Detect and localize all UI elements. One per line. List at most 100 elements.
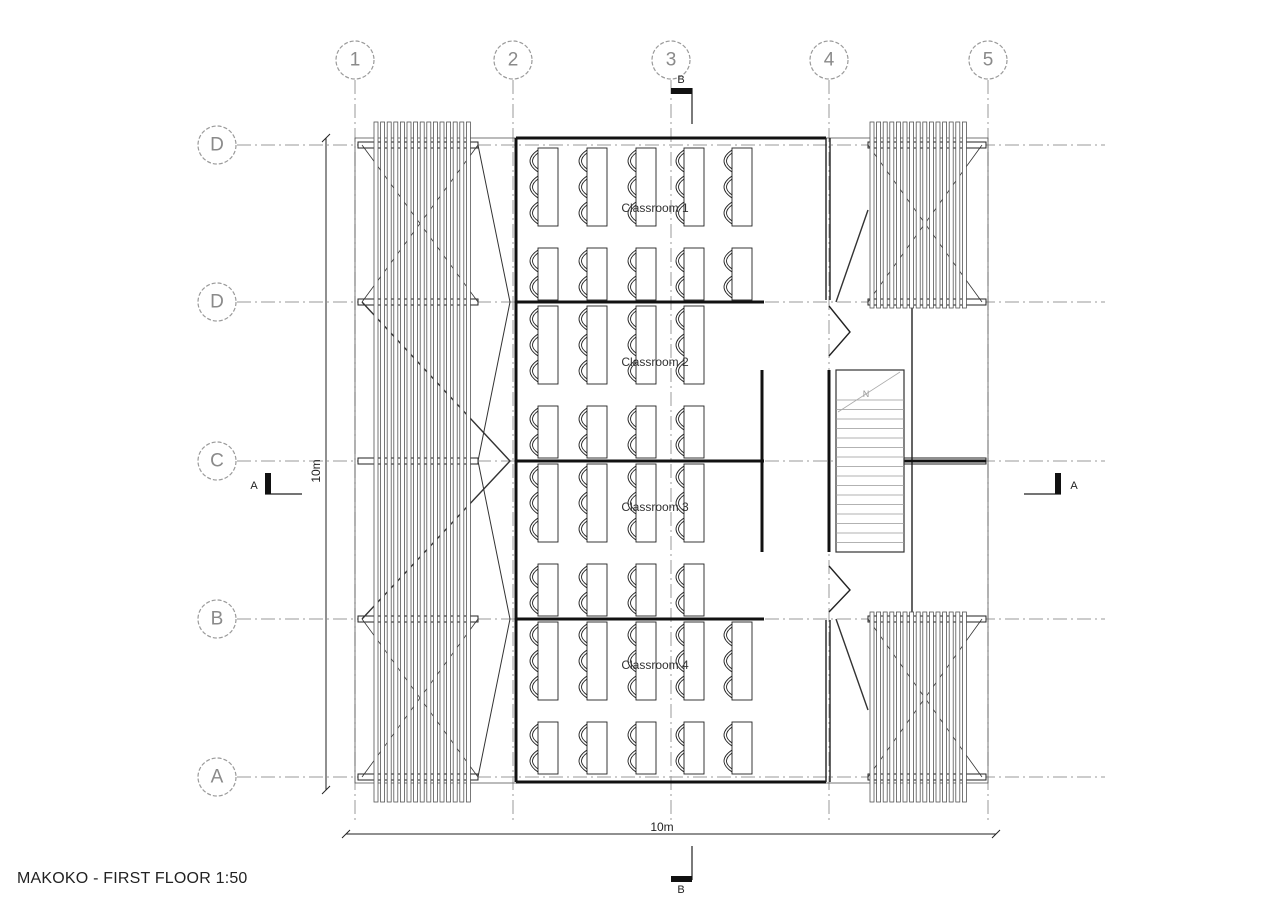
chair [675, 175, 685, 199]
chair [675, 249, 685, 273]
east-slat-north [942, 121, 947, 309]
chair [532, 252, 539, 270]
chair [630, 362, 637, 380]
chair [723, 623, 733, 647]
chair [723, 723, 733, 747]
east-slat-south [935, 611, 941, 803]
chair [532, 752, 539, 770]
grid-bubble-row-label: B [211, 609, 224, 630]
chair [675, 333, 685, 357]
section-a-right-label: A [1070, 480, 1078, 492]
desk [635, 563, 657, 617]
east-slat-north [935, 121, 941, 309]
chair [581, 726, 588, 744]
chair [678, 252, 685, 270]
chair [581, 594, 588, 612]
west-slat [432, 121, 438, 803]
chair [678, 362, 685, 380]
chair [529, 649, 539, 673]
chair [627, 275, 637, 299]
west-slat [452, 121, 458, 803]
chair [726, 152, 733, 170]
chair [578, 491, 588, 515]
chair [630, 594, 637, 612]
chair [578, 407, 588, 431]
chair [627, 149, 637, 173]
chair [581, 520, 588, 538]
chair [532, 678, 539, 696]
chair [627, 407, 637, 431]
dimension-width-label: 10m [650, 820, 673, 834]
chair [529, 517, 539, 541]
east-slat-south [909, 611, 914, 803]
chair [529, 333, 539, 357]
room-label-classroom-2: Classroom 2 [621, 355, 689, 369]
west-slat [459, 121, 465, 803]
west-slat [399, 121, 405, 803]
chair [529, 249, 539, 273]
grid-bubble-col [651, 40, 691, 80]
desk [586, 721, 608, 775]
chair [723, 149, 733, 173]
east-slat-south [955, 611, 961, 803]
chair [627, 675, 637, 699]
east-slat-south [948, 611, 954, 803]
east-slat-south [915, 611, 921, 803]
east-slat-north [915, 121, 921, 309]
chair [678, 468, 685, 486]
chair [675, 433, 685, 457]
east-slat-north [882, 121, 888, 309]
chair [726, 252, 733, 270]
chair [578, 433, 588, 457]
chair [529, 723, 539, 747]
desk [635, 721, 657, 775]
chair [581, 678, 588, 696]
chair [529, 359, 539, 383]
chair [678, 204, 685, 222]
chair [627, 433, 637, 457]
chair [723, 275, 733, 299]
east-slat-north [889, 121, 895, 309]
desk [537, 563, 559, 617]
east-slat-south [922, 611, 928, 803]
chair [678, 752, 685, 770]
chair [578, 275, 588, 299]
chair [627, 175, 637, 199]
desk [586, 305, 608, 385]
chair [627, 333, 637, 357]
west-slat [426, 121, 432, 803]
chair [532, 568, 539, 586]
grid-bubble-col-label: 3 [666, 50, 677, 71]
desk [537, 247, 559, 301]
chair [532, 310, 539, 328]
chair [532, 468, 539, 486]
room-label-classroom-1: Classroom 1 [621, 201, 689, 215]
grid-bubble-row-label: D [210, 135, 224, 156]
chair [532, 594, 539, 612]
door-south [828, 565, 851, 613]
chair [630, 278, 637, 296]
chair [581, 178, 588, 196]
chair [529, 675, 539, 699]
west-slat [393, 121, 399, 803]
east-diagonal [835, 209, 869, 303]
chair [578, 465, 588, 489]
grid-bubble-col-label: 2 [508, 50, 519, 71]
grid-bubble-row [197, 599, 237, 639]
chair [532, 410, 539, 428]
east-slat-south [869, 611, 875, 803]
stair-break-line [837, 371, 901, 413]
east-slat-north [955, 121, 961, 309]
chair [678, 594, 685, 612]
chair [630, 468, 637, 486]
desk [683, 563, 705, 617]
chair [723, 675, 733, 699]
chair [581, 568, 588, 586]
grid-bubble-row-label: D [210, 292, 224, 313]
chair [529, 591, 539, 615]
dimension-tick [321, 785, 331, 795]
chair [678, 410, 685, 428]
desk [731, 247, 753, 301]
